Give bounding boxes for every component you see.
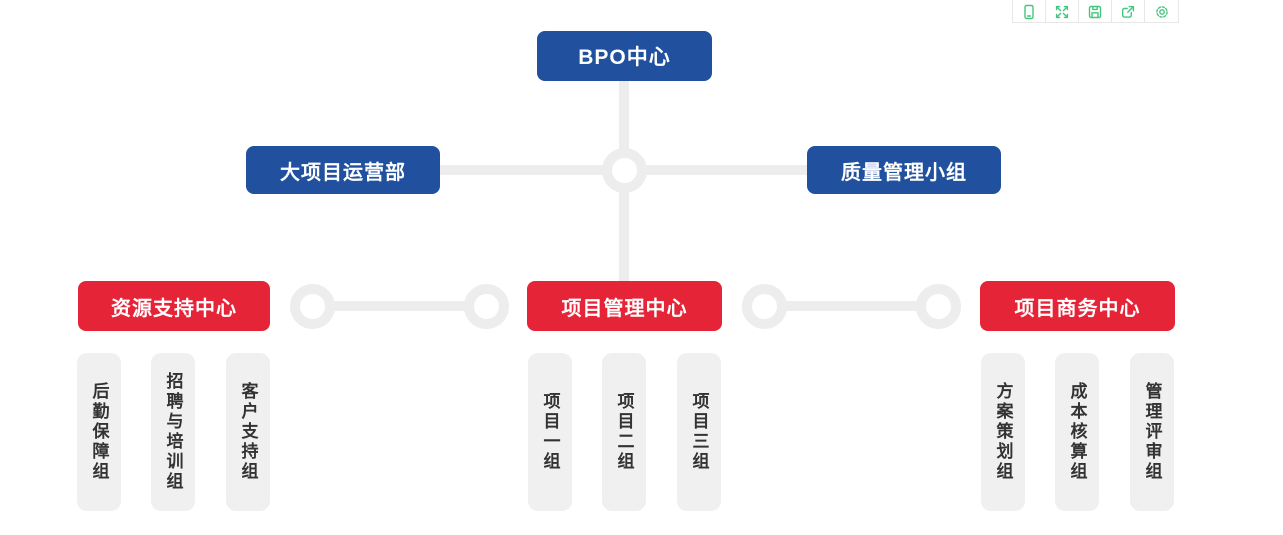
share-export-icon <box>1120 4 1136 20</box>
leaf-label: 管理评审组 <box>1142 382 1162 482</box>
leaf-logistics-support-group[interactable]: 后勤保障组 <box>77 353 121 511</box>
node-label: BPO中心 <box>578 46 671 69</box>
node-label: 项目管理中心 <box>561 297 688 320</box>
leaf-label: 项目二组 <box>614 392 634 472</box>
node-quality-management-group[interactable]: 质量管理小组 <box>807 146 1001 194</box>
leaf-label: 方案策划组 <box>993 382 1013 482</box>
settings-gear-icon <box>1154 4 1170 20</box>
leaf-label: 成本核算组 <box>1067 382 1087 482</box>
node-major-project-operations[interactable]: 大项目运营部 <box>246 146 440 194</box>
leaf-project-group-2[interactable]: 项目二组 <box>602 353 646 511</box>
node-resource-support-center[interactable]: 资源支持中心 <box>78 281 270 331</box>
device-preview-button[interactable] <box>1013 0 1046 22</box>
leaf-label: 客户支持组 <box>238 382 258 482</box>
leaf-cost-accounting-group[interactable]: 成本核算组 <box>1055 353 1099 511</box>
leaf-project-group-1[interactable]: 项目一组 <box>528 353 572 511</box>
leaf-label: 项目一组 <box>540 392 560 472</box>
share-export-button[interactable] <box>1112 0 1145 22</box>
connector-ring-right-1 <box>742 284 787 329</box>
chart-toolbar <box>1012 0 1179 23</box>
connector-centers-right <box>764 301 938 311</box>
connector-ring-left-1 <box>290 284 335 329</box>
settings-button[interactable] <box>1145 0 1178 22</box>
leaf-label: 招聘与培训组 <box>163 372 183 492</box>
connector-hub-ring <box>602 148 647 193</box>
node-label: 项目商务中心 <box>1014 297 1141 320</box>
connector-ring-left-2 <box>464 284 509 329</box>
node-bpo-center[interactable]: BPO中心 <box>537 31 712 81</box>
node-label: 资源支持中心 <box>111 297 237 320</box>
connector-ring-right-2 <box>916 284 961 329</box>
save-icon <box>1087 4 1103 20</box>
fullscreen-button[interactable] <box>1046 0 1079 22</box>
leaf-solution-planning-group[interactable]: 方案策划组 <box>981 353 1025 511</box>
fullscreen-icon <box>1054 4 1070 20</box>
node-project-business-center[interactable]: 项目商务中心 <box>980 281 1175 331</box>
leaf-label: 项目三组 <box>689 392 709 472</box>
leaf-project-group-3[interactable]: 项目三组 <box>677 353 721 511</box>
node-label: 质量管理小组 <box>841 161 967 184</box>
leaf-customer-support-group[interactable]: 客户支持组 <box>226 353 270 511</box>
node-project-management-center[interactable]: 项目管理中心 <box>527 281 722 331</box>
connector-centers-left <box>312 301 486 311</box>
leaf-label: 后勤保障组 <box>89 382 109 482</box>
node-label: 大项目运营部 <box>280 161 406 184</box>
leaf-recruiting-training-group[interactable]: 招聘与培训组 <box>151 353 195 511</box>
save-button[interactable] <box>1079 0 1112 22</box>
leaf-management-review-group[interactable]: 管理评审组 <box>1130 353 1174 511</box>
device-preview-icon <box>1021 4 1037 20</box>
